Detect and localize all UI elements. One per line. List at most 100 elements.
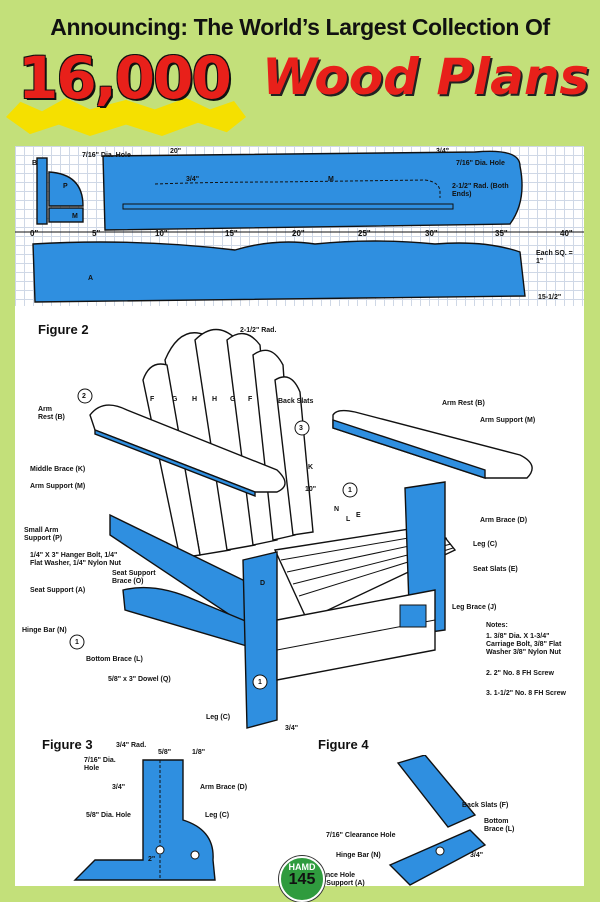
ruler-20: 20" — [292, 229, 305, 238]
ruler-5: 5" — [92, 229, 101, 238]
fig4-34: 3/4" — [470, 852, 484, 859]
figure4-slat — [396, 755, 477, 828]
fig3-hole58: 5/8" Dia. Hole — [86, 812, 131, 819]
letter-k: K — [308, 464, 314, 471]
label-middle-brace: Middle Brace (K) — [30, 466, 86, 473]
fig3-58: 5/8" — [158, 749, 172, 756]
slat-letter-3: H — [192, 396, 198, 403]
callout-2-text: 2 — [82, 393, 86, 400]
big-number: 16,000 — [18, 44, 232, 112]
ruler-15: 15" — [225, 229, 238, 238]
headline: Announcing: The World’s Largest Collecti… — [50, 14, 550, 40]
fig3-18: 1/8" — [192, 749, 206, 756]
ruler-25: 25" — [358, 229, 371, 238]
label-hinge-bar: Hinge Bar (N) — [22, 627, 67, 634]
label-seat-slats: Seat Slats (E) — [473, 566, 518, 573]
ruler-0: 0" — [30, 229, 39, 238]
leg-left — [242, 551, 278, 729]
big-title: 16,000 Wood Plans — [0, 42, 600, 142]
fig4-hinge-bar: Hinge Bar (N) — [336, 852, 381, 859]
arm-rest-left — [89, 404, 286, 493]
label-notes-title: Notes: — [486, 622, 508, 629]
pattern-pieces-svg — [15, 150, 584, 303]
piece-m-slot — [122, 203, 454, 210]
label-back-slats: Back Slats — [278, 398, 314, 405]
label-arm-brace: Arm Brace (D) — [480, 517, 528, 524]
label-leg-c-bottom: Leg (C) — [206, 714, 231, 721]
badge-line1: HAMD — [288, 862, 316, 872]
piece-p — [48, 171, 84, 207]
figure3-svg — [73, 759, 216, 881]
label-bottom-brace: Bottom Brace (L) — [86, 656, 143, 663]
fig4-back-slats: Back Slats (F) — [462, 802, 509, 809]
label-note1: 1. 3/8" Dia. X 1-3/4" Carriage Bolt, 3/8… — [486, 633, 562, 656]
label-dim-34: 3/4" — [285, 725, 299, 732]
label-hanger-bolt: 1/4" X 3" Hanger Bolt, 1/4" Flat Washer,… — [30, 552, 121, 567]
label-dim-15: 15-1/2" — [538, 294, 562, 301]
letter-e: E — [356, 512, 361, 519]
slat-letter-1: F — [150, 396, 155, 403]
label-leg-c: Leg (C) — [473, 541, 498, 548]
label-note3: 3. 1-1/2" No. 8 FH Screw — [486, 690, 566, 697]
slat-letter-2: G — [172, 396, 178, 403]
fig3-2: 2" — [148, 856, 156, 863]
label-dim-20: 20" — [170, 148, 182, 155]
label-dim-34a: 3/4" — [186, 176, 200, 183]
label-rad: 2-1/2" Rad. (Both Ends) — [452, 183, 509, 198]
ruler-10: 10" — [155, 229, 168, 238]
fig4-cut2: t Support (A) — [322, 880, 365, 887]
label-arm-rest-left: Arm Rest (B) — [38, 406, 65, 421]
fig4-bottom-brace: Bottom Brace (L) — [484, 818, 515, 833]
ruler-35: 35" — [495, 229, 508, 238]
piece-m-small — [48, 207, 84, 223]
ruler-30: 30" — [425, 229, 438, 238]
label-arm-rest-right: Arm Rest (B) — [442, 400, 485, 407]
fig3-arm-brace: Arm Brace (D) — [200, 784, 248, 791]
callout-1b — [69, 634, 85, 650]
fig4-clearance: 7/16" Clearance Hole — [326, 832, 396, 839]
label-m-big: M — [328, 176, 334, 183]
figure2-title: Figure 2 — [38, 322, 89, 337]
brace-slot — [399, 604, 427, 628]
label-m-small: M — [72, 213, 78, 220]
piece-b — [36, 157, 48, 225]
label-b: B — [32, 160, 38, 167]
fig3-34: 3/4" — [112, 784, 126, 791]
label-dim-34b: 3/4" — [436, 148, 450, 155]
fig3-hole: 7/16" Dia. Hole — [84, 757, 116, 772]
figure4-title: Figure 4 — [318, 737, 369, 752]
slat-letter-4: H — [212, 396, 218, 403]
figure3-title: Figure 3 — [42, 737, 93, 752]
piece-m-dash — [154, 179, 441, 198]
badge-line2: 145 — [288, 871, 316, 888]
fig3-rad: 3/4" Rad. — [116, 742, 147, 749]
figure4-hinge — [388, 829, 487, 886]
arm-support-right — [332, 419, 486, 479]
label-hole2: 7/16" Dia. Hole — [456, 160, 505, 167]
piece-a — [32, 240, 526, 303]
fig4-cut1: ance Hole — [322, 872, 356, 879]
letter-l: L — [346, 516, 351, 523]
label-seat-support-a: Seat Support (A) — [30, 587, 86, 594]
arm-rest-right — [332, 409, 533, 479]
ruler-40: 40" — [560, 229, 573, 238]
label-p: P — [63, 183, 68, 190]
label-arm-support-m: Arm Support (M) — [30, 483, 86, 490]
label-arm-support-right: Arm Support (M) — [480, 417, 536, 424]
label-leg-brace: Leg Brace (J) — [452, 604, 497, 611]
figure3-part — [73, 759, 216, 881]
label-small-arm-support: Small Arm Support (P) — [24, 527, 63, 542]
big-words: Wood Plans — [262, 48, 590, 106]
slat-letter-5: G — [230, 396, 236, 403]
label-ten-in: 10" — [305, 486, 317, 493]
hamd-badge: HAMD 145 — [279, 856, 325, 902]
fig3-leg: Leg (C) — [205, 812, 230, 819]
callout-3-text: 3 — [299, 425, 303, 432]
arm-rest-left-edge — [94, 428, 256, 498]
figure2-chair-svg — [69, 328, 533, 729]
callout-1a — [342, 482, 358, 498]
piece-m — [102, 150, 523, 231]
label-seat-support-o: Seat Support Brace (O) — [112, 570, 156, 585]
label-hole1: 7/16" Dia. Hole — [82, 152, 131, 159]
callout-1c-text: 1 — [258, 679, 262, 686]
